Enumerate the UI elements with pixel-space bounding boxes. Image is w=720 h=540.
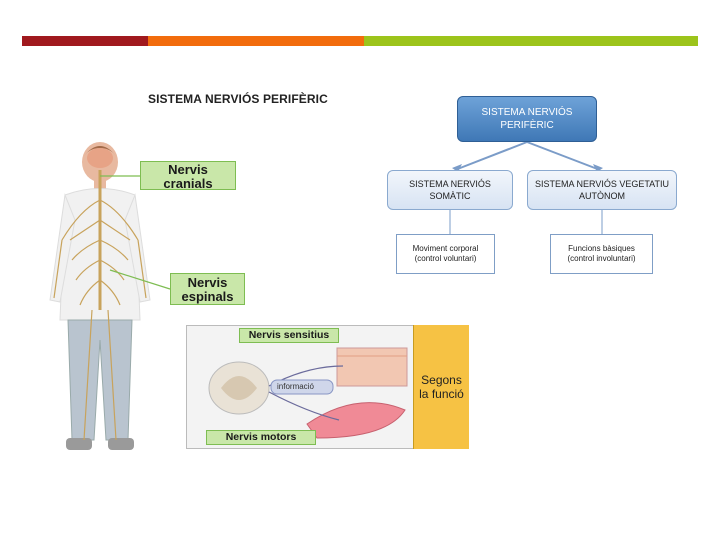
label-nervis-motors: Nervis motors — [206, 430, 316, 445]
node-moviment-corporal: Moviment corporal (control voluntari) — [396, 234, 495, 274]
header-bar-orange — [148, 36, 364, 46]
label-nervis-espinals: Nervis espinals — [170, 273, 245, 305]
label-nervis-cranials: Nervis cranials — [140, 161, 236, 191]
page-title: SISTEMA NERVIÓS PERIFÈRIC — [148, 92, 328, 106]
node-sistema-nervios-periferic: SISTEMA NERVIÓS PERIFÈRIC — [457, 96, 597, 142]
header-bar-red — [22, 36, 148, 46]
node-vegetatiu-text: SISTEMA NERVIÓS VEGETATIU AUTÒNOM — [534, 179, 670, 201]
label-nervis-sensitius: Nervis sensitius — [239, 328, 339, 343]
node-somatic-text: SISTEMA NERVIÓS SOMÀTIC — [409, 179, 491, 201]
node-voluntari-text: Moviment corporal (control voluntari) — [412, 244, 479, 263]
node-involuntari-text: Funcions bàsiques (control involuntari) — [567, 244, 636, 263]
label-nervis-espinals-text: Nervis espinals — [181, 275, 234, 304]
label-informacio: informació — [277, 382, 314, 391]
node-sistema-nervios-somatic: SISTEMA NERVIÓS SOMÀTIC — [387, 170, 513, 210]
node-funcions-basiques: Funcions bàsiques (control involuntari) — [550, 234, 653, 274]
label-nervis-cranials-text: Nervis cranials — [163, 162, 213, 191]
label-segons-funcio: Segons la funció — [413, 325, 469, 449]
spinal-cord-illustration — [208, 347, 408, 439]
node-sistema-nervios-vegetatiu: SISTEMA NERVIÓS VEGETATIU AUTÒNOM — [527, 170, 677, 210]
node-root-text: SISTEMA NERVIÓS PERIFÈRIC — [481, 107, 573, 131]
label-segons-funcio-text: Segons la funció — [419, 373, 464, 401]
header-bar-green — [364, 36, 698, 46]
